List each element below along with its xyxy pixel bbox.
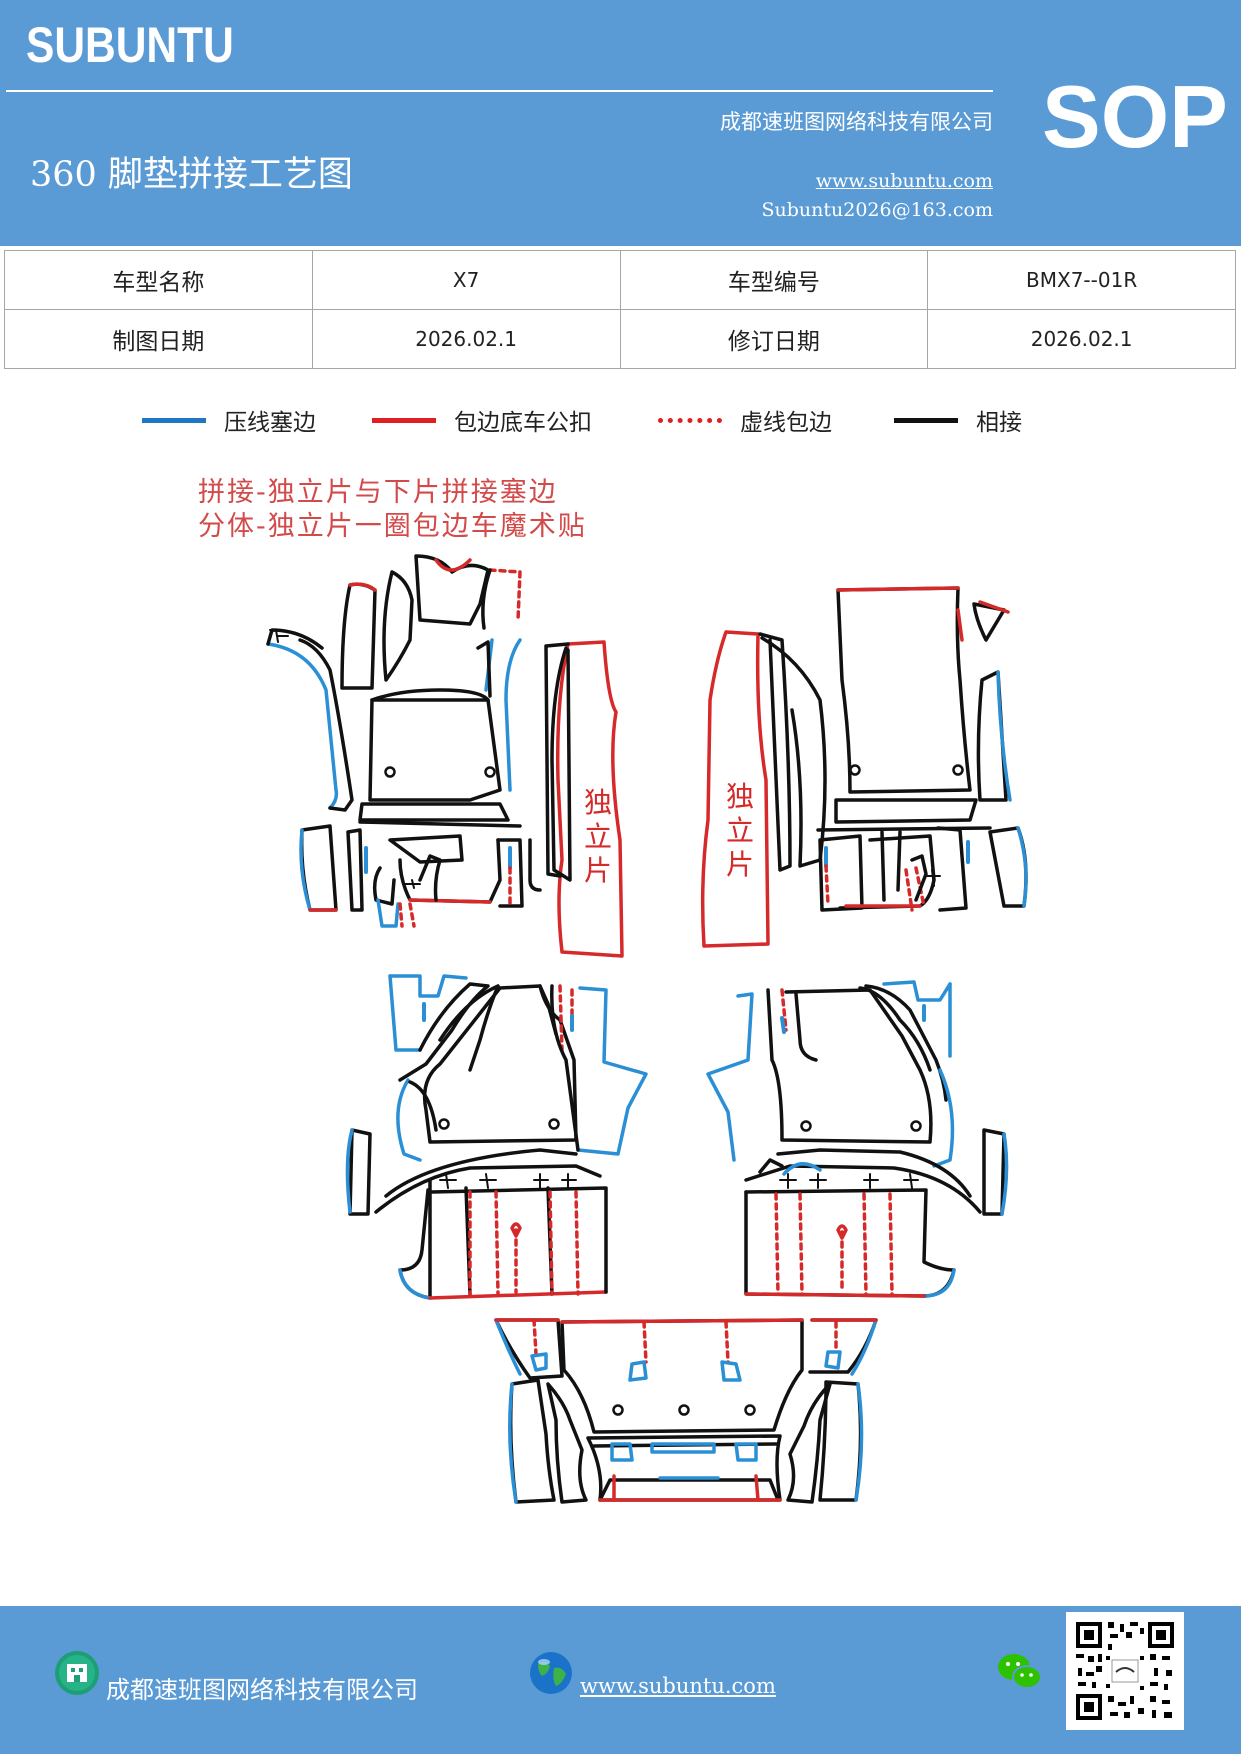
- left-standalone-label: 独 立 片: [584, 786, 621, 887]
- draw-date-value: 2026.02.1: [311, 309, 621, 369]
- legend-label: 虚线包边: [740, 410, 832, 436]
- model-code-value: BMX7--01R: [927, 250, 1236, 310]
- footer-website-link[interactable]: www.subuntu.com: [580, 1674, 776, 1698]
- legend-label: 压线塞边: [224, 410, 316, 436]
- front-right-mat: [760, 586, 1028, 912]
- info-table: 车型名称 X7 车型编号 BMX7--01R 制图日期 2026.02.1 修订…: [4, 250, 1236, 369]
- brand-logo: SUBUNTU: [26, 17, 234, 73]
- page-title: 360 脚垫拼接工艺图: [30, 155, 353, 195]
- front-left-mat: [266, 554, 542, 928]
- footer-company-name: 成都速班图网络科技有限公司: [106, 1676, 418, 1704]
- legend-label: 包边底车公扣: [454, 410, 592, 436]
- legend-label: 相接: [976, 410, 1022, 436]
- note-split: 分体-独立片一圈包边车魔术贴: [198, 511, 587, 542]
- legend-item-edge-binding: 包边底车公扣: [372, 402, 592, 438]
- left-standalone-piece: [544, 640, 624, 958]
- revision-date-label: 修订日期: [619, 309, 929, 369]
- model-name-label: 车型名称: [4, 250, 313, 310]
- globe-icon: [530, 1652, 572, 1694]
- trunk-mat: [494, 1318, 878, 1504]
- model-code-label: 车型编号: [619, 250, 929, 310]
- legend-item-dashed-binding: 虚线包边: [658, 402, 832, 438]
- legend-swatch: [372, 417, 436, 423]
- draw-date-label: 制图日期: [4, 309, 313, 369]
- legend-swatch: [894, 417, 958, 423]
- website-link[interactable]: www.subuntu.com: [815, 170, 993, 192]
- legend-item-joined: 相接: [894, 402, 1022, 438]
- legend-swatch: [142, 417, 206, 423]
- sop-badge: SOP: [1042, 67, 1228, 166]
- qr-code-image: [1072, 1618, 1178, 1724]
- table-row: 制图日期 2026.02.1 修订日期 2026.02.1: [4, 309, 1236, 369]
- rear-right-mat: [706, 980, 1009, 1298]
- legend-swatch: [658, 417, 722, 423]
- revision-date-value: 2026.02.1: [927, 309, 1236, 369]
- qr-code: [1066, 1612, 1184, 1730]
- right-standalone-label: 独 立 片: [726, 780, 763, 881]
- model-name-value: X7: [311, 250, 621, 310]
- legend-item-press-line: 压线塞边: [142, 402, 316, 438]
- rear-left-mat: [345, 974, 648, 1300]
- right-standalone-piece: [700, 630, 792, 948]
- email-address: Subuntu2026@163.com: [761, 199, 993, 221]
- header-divider: [6, 90, 993, 92]
- wechat-icon: [998, 1654, 1042, 1689]
- page-header: [0, 0, 1241, 246]
- building-icon: [55, 1651, 99, 1695]
- note-splice: 拼接-独立片与下片拼接塞边: [198, 477, 558, 508]
- company-name: 成都速班图网络科技有限公司: [720, 110, 993, 134]
- table-row: 车型名称 X7 车型编号 BMX7--01R: [4, 250, 1236, 310]
